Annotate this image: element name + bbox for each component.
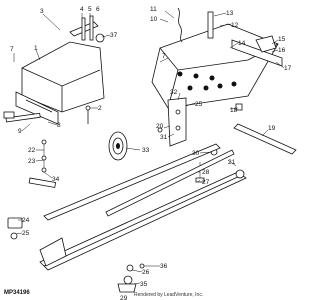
left-hardware	[3, 105, 91, 188]
callout-14: 14	[238, 40, 246, 47]
callout-34: 34	[52, 176, 60, 183]
render-credit: Rendered by LeadVenture, Inc.	[134, 292, 204, 298]
callout-1: 1	[34, 45, 38, 52]
callout-31: 31	[160, 134, 168, 141]
cross-bar	[233, 123, 297, 155]
callout-33: 33	[142, 147, 150, 154]
callout-4: 4	[80, 6, 84, 13]
callout-6: 6	[96, 6, 100, 13]
callout-16: 16	[278, 47, 286, 54]
hitch-plate-right	[151, 7, 283, 109]
callout-25b: 25	[22, 230, 30, 237]
callout-8: 8	[57, 122, 61, 129]
callout-25: 25	[195, 101, 203, 108]
callout-24: 24	[22, 217, 30, 224]
deck-wheel	[108, 131, 128, 161]
callout-13: 13	[226, 10, 234, 17]
callout-19: 19	[268, 125, 276, 132]
callout-2: 2	[98, 105, 102, 112]
callout-26: 26	[142, 269, 150, 276]
callout-3: 3	[40, 8, 44, 15]
mower-deck-left	[15, 15, 105, 125]
callout-17: 17	[284, 65, 292, 72]
callout-37: 37	[110, 32, 118, 39]
callout-30: 30	[192, 150, 200, 157]
draft-arm	[39, 143, 247, 271]
callout-23: 23	[28, 158, 36, 165]
callout-35: 35	[140, 281, 148, 288]
callout-15: 15	[278, 36, 286, 43]
callout-21: 21	[228, 159, 236, 166]
figure-id: MP34196	[4, 290, 30, 296]
parts-diagram: 3 5 4 6 37 1 7 2 9 8 22 23 34 11 10 13 1…	[3, 6, 297, 300]
callout-27: 27	[202, 179, 210, 186]
callout-5: 5	[88, 6, 92, 13]
lower-hardware	[7, 217, 145, 293]
callout-12: 12	[231, 22, 239, 29]
callout-labels: 3 5 4 6 37 1 7 2 9 8 22 23 34 11 10 13 1…	[10, 6, 292, 300]
callout-11: 11	[150, 6, 157, 13]
callout-28: 28	[202, 169, 210, 176]
callout-9: 9	[18, 128, 22, 135]
leader-lines	[13, 10, 285, 285]
callout-22: 22	[28, 147, 36, 154]
callout-36: 36	[160, 263, 168, 270]
exploded-view-drawing: 3 5 4 6 37 1 7 2 9 8 22 23 34 11 10 13 1…	[3, 6, 297, 300]
callout-29: 29	[120, 295, 128, 300]
callout-7b: 7	[162, 53, 166, 60]
callout-32: 32	[170, 89, 178, 96]
callout-20: 20	[156, 123, 164, 130]
callout-10: 10	[150, 16, 158, 23]
callout-18: 18	[230, 107, 238, 114]
callout-7: 7	[10, 46, 14, 53]
